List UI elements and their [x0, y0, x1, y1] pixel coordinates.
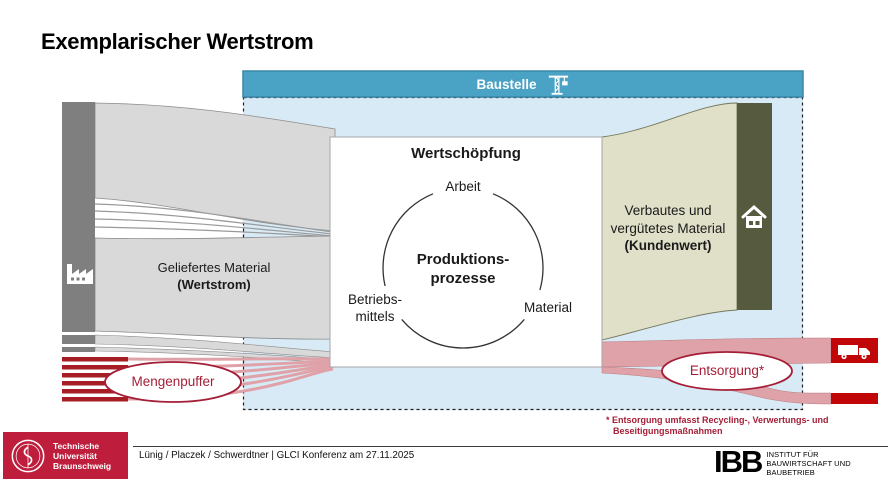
house-icon [741, 204, 767, 228]
process-input-arbeit: Arbeit [445, 179, 481, 194]
ibb-line3: BAUBETRIEB [766, 468, 815, 477]
process-input-left-line2: mittels [355, 309, 395, 324]
tu-seal-icon [11, 439, 45, 472]
value-creation-heading: Wertschöpfung [411, 145, 521, 162]
disposal-block-secondary [831, 393, 878, 404]
tu-logo-text: Technische Universität Braunschweig [53, 441, 111, 471]
footnote-line2: Beseitigungsmaßnahmen [613, 426, 723, 436]
crane-icon [548, 75, 568, 95]
customer-label-line1: Verbautes und [624, 203, 712, 218]
footer-credit: Lünig / Placzek / Schwerdtner | GLCI Kon… [139, 450, 415, 461]
site-header-bar [242, 70, 804, 98]
customer-flow-label: Verbautes und vergütetes Material (Kunde… [598, 202, 738, 255]
supply-label-line1: Geliefertes Material [157, 260, 271, 275]
ibb-logo: IBB INSTITUT FÜR BAUWIRTSCHAFT UND BAUBE… [714, 444, 851, 479]
customer-label-line3: (Kundenwert) [624, 238, 712, 253]
tu-line2: Universität [53, 450, 97, 461]
process-core-line1: Produktions- [416, 251, 510, 268]
process-core-line2: prozesse [430, 270, 496, 287]
disposal-oval [661, 351, 793, 391]
disposal-oval-label: Entsorgung* [689, 363, 765, 378]
process-core-label: Produktions- prozesse [393, 250, 533, 288]
ibb-line2: BAUWIRTSCHAFT UND [766, 459, 851, 468]
supplier-bar [62, 102, 95, 332]
value-creation-box [329, 136, 603, 368]
tu-braunschweig-logo: Technische Universität Braunschweig [3, 432, 128, 479]
ibb-line1: INSTITUT FÜR [766, 450, 819, 459]
supply-flow-label: Geliefertes Material (Wertstrom) [133, 259, 295, 293]
supply-label-line2: (Wertstrom) [177, 277, 251, 292]
supply-flows [62, 102, 336, 402]
supplier-stripe-1 [62, 335, 95, 344]
process-input-material: Material [523, 300, 572, 315]
buffer-oval-label: Mengenpuffer [131, 374, 215, 389]
tu-line3: Braunschweig [53, 460, 112, 471]
truck-icon [838, 345, 870, 360]
page-title: Exemplarischer Wertstrom [41, 29, 314, 54]
footer-divider [133, 446, 888, 447]
process-input-betriebsmittel: Betriebs- mittels [328, 291, 422, 325]
process-input-left-line1: Betriebs- [347, 292, 403, 307]
supplier-stripe-2 [62, 347, 95, 352]
site-header-label: Baustelle [243, 71, 803, 97]
ibb-acronym: IBB [714, 444, 763, 479]
buffer-stripes [62, 357, 128, 402]
tu-line1: Technische [53, 440, 100, 451]
factory-icon [67, 264, 93, 284]
footnote-line1: * Entsorgung umfasst Recycling-, Verwert… [606, 415, 829, 425]
buffer-oval [104, 361, 242, 403]
site-header-text: Baustelle [476, 76, 537, 92]
process-circle [382, 193, 544, 349]
supply-thin-streams [94, 203, 334, 238]
customer-label-line2: vergütetes Material [610, 220, 726, 236]
ibb-institute-text: INSTITUT FÜR BAUWIRTSCHAFT UND BAUBETRIE… [766, 447, 850, 477]
